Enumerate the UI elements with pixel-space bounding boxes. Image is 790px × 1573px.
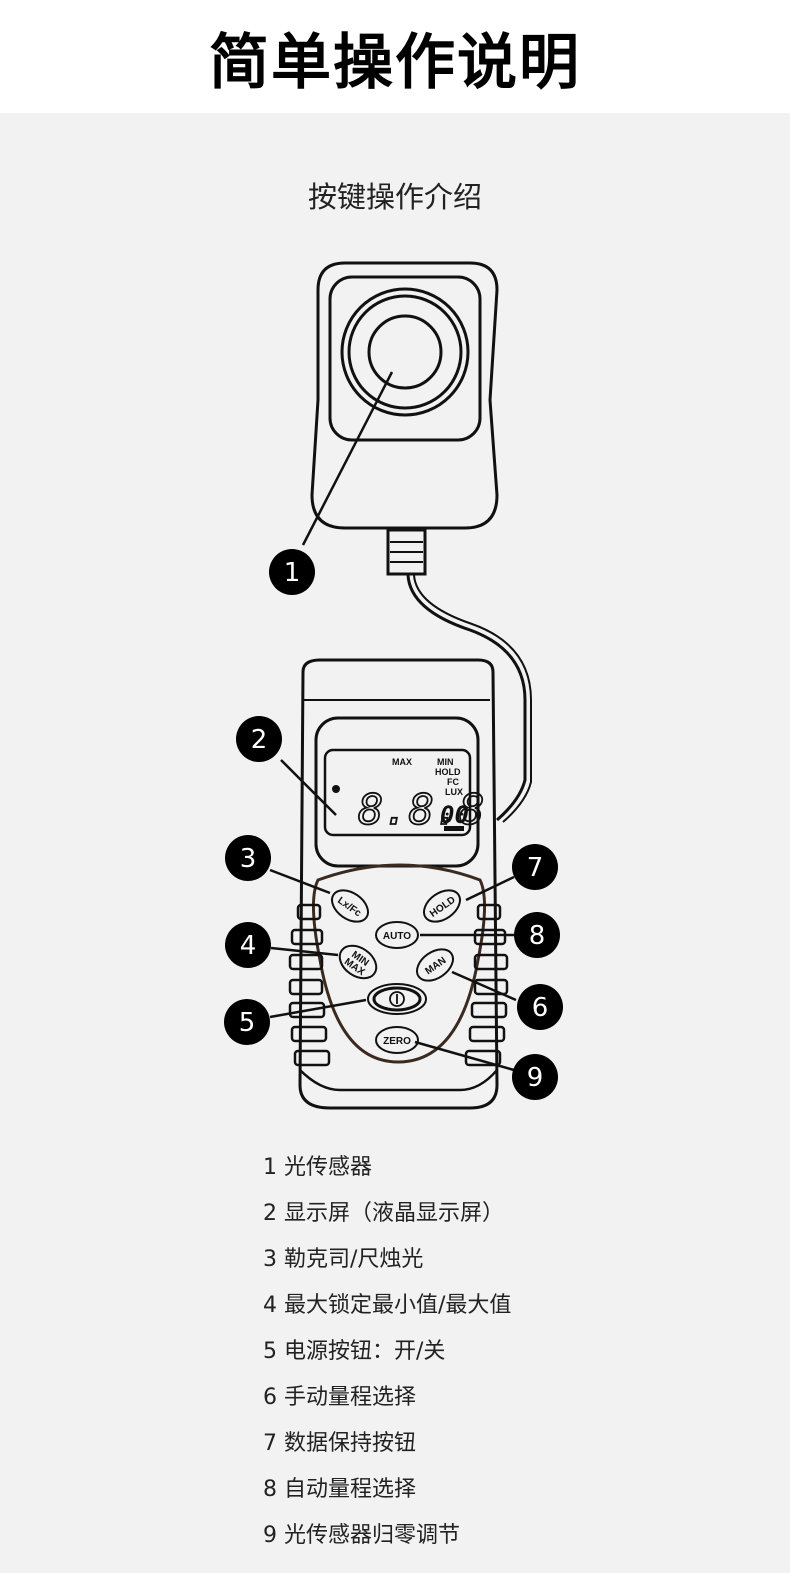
callout-7: 7 xyxy=(512,844,558,890)
lcd-lux: LUX xyxy=(445,787,463,797)
lcd-display: MAX MIN HOLD FC LUX 8.8.8 00 xyxy=(332,757,485,835)
legend-item: 3 勒克司/尺烛光 xyxy=(263,1247,424,1272)
lcd-min: MIN xyxy=(437,757,454,767)
svg-text:3: 3 xyxy=(240,844,257,874)
man-button[interactable]: MAN xyxy=(411,943,459,987)
power-button[interactable] xyxy=(367,983,427,1015)
svg-text:9: 9 xyxy=(527,1063,544,1093)
callout-5: 5 xyxy=(224,999,270,1045)
legend-item: 8 自动量程选择 xyxy=(263,1477,416,1502)
legend-item: 2 显示屏（液晶显示屏） xyxy=(263,1201,504,1226)
lcd-max: MAX xyxy=(392,757,412,767)
light-sensor-head xyxy=(310,261,532,823)
callout-8: 8 xyxy=(514,912,560,958)
legend-item: 6 手动量程选择 xyxy=(263,1385,416,1410)
power-icon xyxy=(389,991,405,1007)
lcd-indicator-icon xyxy=(332,785,340,793)
zero-button[interactable]: ZERO xyxy=(375,1026,419,1054)
callout-3: 3 xyxy=(225,835,271,881)
svg-text:1: 1 xyxy=(284,558,301,588)
svg-text:5: 5 xyxy=(239,1008,256,1038)
meter-body xyxy=(288,658,509,1110)
section-subtitle: 按键操作介绍 xyxy=(307,180,482,214)
legend-item: 7 数据保持按钮 xyxy=(263,1431,416,1456)
legend-item: 1 光传感器 xyxy=(263,1155,372,1180)
hold-label: HOLD xyxy=(428,895,458,920)
svg-text:2: 2 xyxy=(251,725,268,755)
lxfc-button[interactable]: Lx/Fc xyxy=(326,884,374,928)
svg-text:4: 4 xyxy=(240,931,257,961)
lxfc-label: Lx/Fc xyxy=(335,895,363,919)
callout-4: 4 xyxy=(225,922,271,968)
header-band xyxy=(0,0,790,113)
callout-6: 6 xyxy=(517,984,563,1030)
legend-item: 4 最大锁定最小值/最大值 xyxy=(263,1293,512,1318)
auto-button[interactable]: AUTO xyxy=(375,921,419,949)
lcd-small-digits: 00 xyxy=(440,801,469,829)
svg-text:6: 6 xyxy=(532,993,549,1023)
svg-text:8: 8 xyxy=(529,921,546,951)
callout-9: 9 xyxy=(512,1054,558,1100)
auto-label: AUTO xyxy=(383,931,411,942)
legend-item: 9 光传感器归零调节 xyxy=(263,1523,460,1548)
zero-label: ZERO xyxy=(383,1036,411,1047)
legend-item: 5 电源按钮：开/关 xyxy=(263,1339,446,1364)
lcd-hold: HOLD xyxy=(435,767,461,777)
parts-legend: 1 光传感器 2 显示屏（液晶显示屏） 3 勒克司/尺烛光 4 最大锁定最小值/… xyxy=(263,1152,511,1566)
leader-lines xyxy=(269,371,517,1072)
svg-text:7: 7 xyxy=(527,853,544,883)
lcd-fc: FC xyxy=(447,777,459,787)
page-title: 简单操作说明 xyxy=(209,28,581,98)
callout-1: 1 xyxy=(269,549,315,595)
callout-2: 2 xyxy=(236,716,282,762)
hold-button[interactable]: HOLD xyxy=(418,884,466,928)
